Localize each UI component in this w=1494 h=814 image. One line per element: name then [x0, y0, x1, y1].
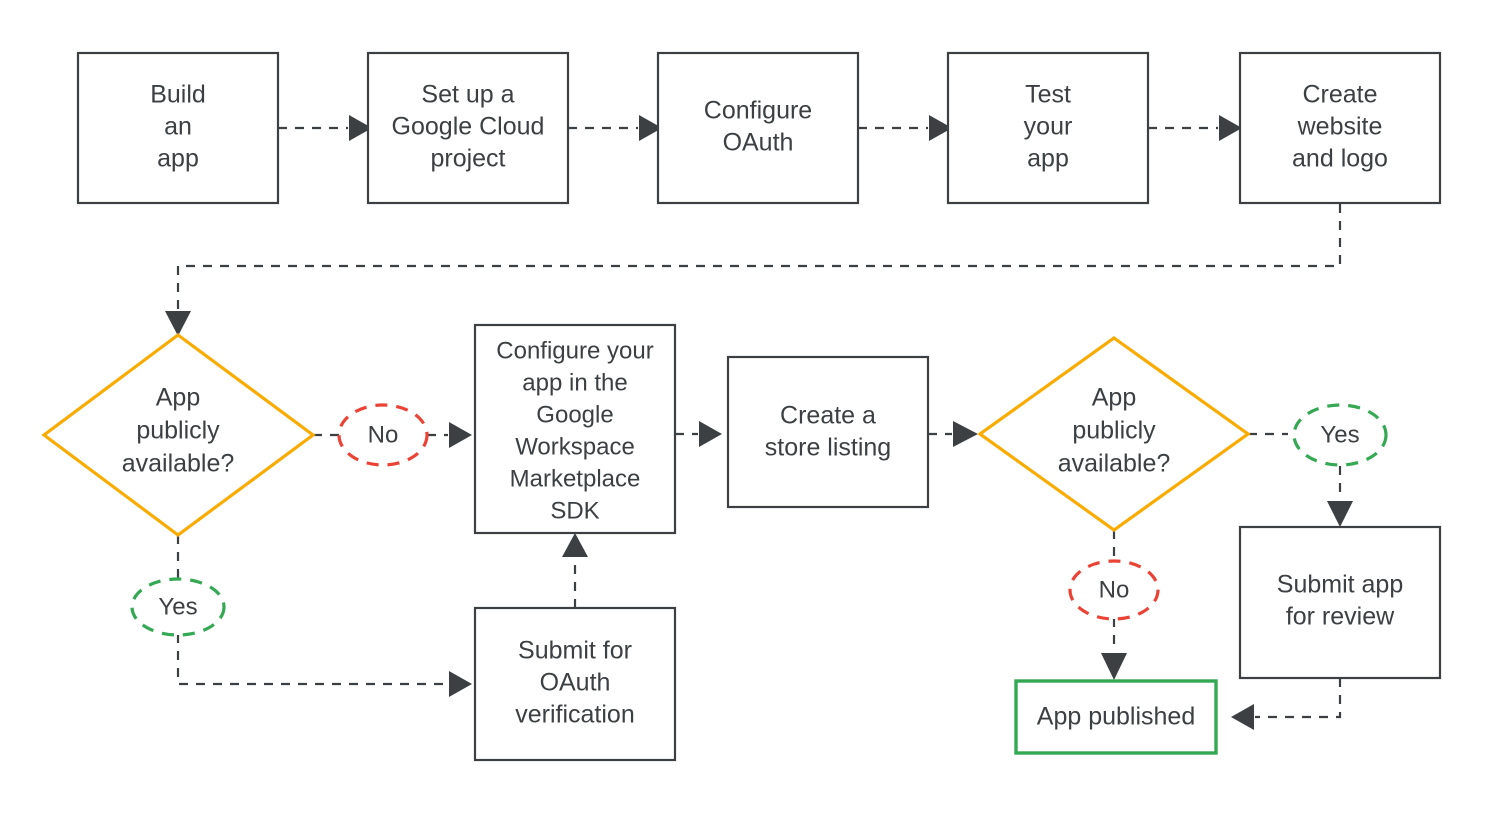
node-submit-review-line-1: Submit app [1277, 571, 1403, 599]
edge-decision-2-yes-to-submit-review [1248, 432, 1353, 527]
node-decision-2-line-1: App [1092, 384, 1136, 412]
edge-label-decision-1-no: No [337, 403, 429, 467]
node-create-website-line-2: website [1297, 113, 1383, 141]
edge-create-website-to-decision-1 [165, 204, 1342, 336]
node-configure-sdk-line-4: Workspace [515, 433, 635, 460]
node-build-an-app-line-1: Build [150, 81, 206, 109]
node-decision-1-line-3: available? [122, 450, 235, 478]
node-submit-for-oauth-verification[interactable]: Submit for OAuth verification [473, 606, 677, 762]
node-store-listing-line-2: store listing [765, 434, 891, 462]
edge-test-app-to-create-website [1148, 115, 1242, 141]
node-configure-sdk-line-3: Google [536, 401, 613, 428]
node-configure-sdk-line-5: Marketplace [510, 465, 641, 492]
edge-label-decision-2-yes-text: Yes [1320, 421, 1359, 448]
node-gcp-project-line-2: Google Cloud [392, 113, 545, 141]
node-gcp-project-line-1: Set up a [421, 81, 514, 109]
node-test-your-app[interactable]: Test your app [946, 51, 1150, 205]
edge-decision-1-yes-to-submit-oauth [176, 535, 472, 697]
node-create-website-and-logo[interactable]: Create website and logo [1238, 51, 1442, 205]
node-configure-oauth-line-1: Configure [704, 97, 812, 125]
node-decision-app-publicly-available-2[interactable]: App publicly available? [977, 336, 1251, 532]
node-configure-sdk-line-1: Configure your [496, 337, 653, 364]
node-submit-oauth-line-3: verification [515, 701, 635, 729]
node-decision-2-line-2: publicly [1072, 417, 1156, 445]
node-create-store-listing[interactable]: Create a store listing [726, 355, 930, 509]
edge-store-listing-to-decision-2 [928, 421, 978, 447]
node-decision-1-line-2: publicly [136, 417, 220, 445]
edge-decision-2-no-to-app-published [1101, 530, 1127, 680]
node-app-published-label: App published [1037, 703, 1195, 731]
node-configure-app-marketplace-sdk[interactable]: Configure your app in the Google Workspa… [473, 323, 677, 535]
node-test-your-app-line-3: app [1027, 145, 1069, 173]
node-app-published[interactable]: App published [1014, 679, 1218, 755]
node-create-website-line-1: Create [1302, 81, 1377, 109]
node-submit-oauth-line-1: Submit for [518, 637, 632, 665]
edge-label-decision-2-yes: Yes [1292, 403, 1388, 467]
edge-submit-review-to-app-published [1231, 678, 1342, 730]
edge-submit-oauth-to-configure-sdk [562, 533, 588, 608]
node-configure-sdk-line-2: app in the [522, 369, 627, 396]
edge-label-decision-1-yes-text: Yes [158, 593, 197, 620]
node-configure-oauth-line-2: OAuth [723, 129, 794, 157]
node-submit-review-line-2: for review [1286, 603, 1395, 631]
node-gcp-project-line-3: project [430, 145, 505, 173]
edge-configure-oauth-to-test-app [858, 115, 952, 141]
node-decision-1-line-1: App [156, 384, 200, 412]
edge-gcp-project-to-configure-oauth [568, 115, 662, 141]
node-configure-oauth[interactable]: Configure OAuth [656, 51, 860, 205]
edge-label-decision-2-no-text: No [1099, 576, 1130, 603]
edge-decision-1-no-to-configure-sdk [313, 422, 472, 448]
node-decision-2-line-3: available? [1058, 450, 1171, 478]
edge-configure-sdk-to-store-listing [675, 421, 722, 447]
edge-label-decision-1-no-text: No [368, 421, 399, 448]
node-set-up-google-cloud-project[interactable]: Set up a Google Cloud project [366, 51, 570, 205]
node-test-your-app-line-2: your [1024, 113, 1073, 141]
node-submit-app-for-review[interactable]: Submit app for review [1238, 525, 1442, 680]
node-store-listing-line-1: Create a [780, 402, 876, 430]
node-submit-oauth-line-2: OAuth [540, 669, 611, 697]
node-create-website-line-3: and logo [1292, 145, 1388, 173]
edge-label-decision-2-no: No [1068, 559, 1160, 621]
node-test-your-app-line-1: Test [1025, 81, 1071, 109]
node-configure-sdk-line-6: SDK [550, 497, 599, 524]
node-build-an-app-line-2: an [164, 113, 192, 141]
node-decision-app-publicly-available-1[interactable]: App publicly available? [41, 333, 316, 537]
node-build-an-app[interactable]: Build an app [76, 51, 280, 205]
edge-label-decision-1-yes: Yes [130, 577, 226, 637]
edge-build-app-to-gcp-project [278, 115, 372, 141]
node-build-an-app-line-3: app [157, 145, 199, 173]
